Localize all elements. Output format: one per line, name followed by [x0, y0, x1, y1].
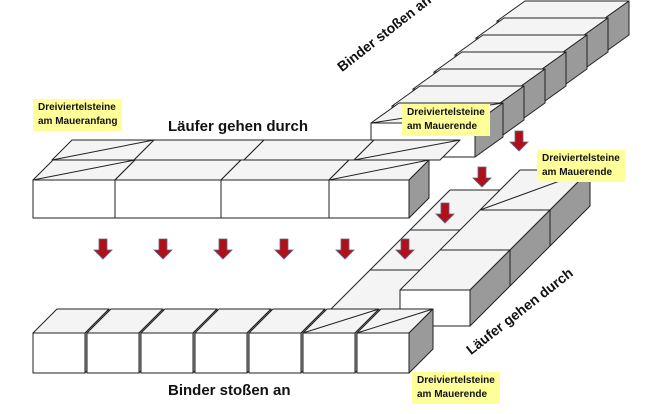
down-arrow-3 [274, 238, 294, 260]
down-arrow-4 [335, 238, 355, 260]
lower-binder-2 [140, 308, 218, 374]
lower-binder-2-front [140, 332, 194, 374]
upper-front-runner-3-split [328, 159, 430, 181]
note-mauerende-middle-line2: am Mauerende [542, 167, 613, 178]
upper-front-runner-2-front [220, 179, 330, 219]
upper-back-top-face-1 [133, 139, 265, 161]
down-arrows [93, 130, 529, 260]
down-arrow-6 [472, 166, 492, 188]
note-mauerende-bottom-line1: Dreiviertelsteine [417, 375, 495, 386]
down-arrow-0 [93, 238, 113, 260]
lower-binder-4-front [248, 332, 302, 374]
note-mauerende-bottom-line2: am Mauerende [417, 389, 488, 400]
lower-binder-0-front [32, 332, 86, 374]
upper-back-top-face-2 [243, 139, 375, 161]
upper-front-runner-0-front [32, 179, 116, 219]
down-arrow-8 [435, 202, 455, 224]
lower-binder-6 [356, 308, 434, 374]
down-arrow-1 [153, 238, 173, 260]
down-arrow-5 [395, 238, 415, 260]
note-mauerende-top: Dreiviertelsteine am Mauerende [402, 104, 490, 136]
label-binder-bottom: Binder stoßen an [168, 382, 291, 399]
lower-binder-6-front [356, 332, 410, 374]
lower-binder-5-front [302, 332, 356, 374]
upper-front-runner-0-split [32, 159, 136, 181]
upper-back-top-1 [133, 139, 265, 161]
upper-front-runner-3 [328, 159, 430, 219]
note-mauerende-middle: Dreiviertelsteine am Mauerende [537, 150, 625, 182]
down-arrow-2 [213, 238, 233, 260]
lower-binder-1-front [86, 332, 140, 374]
label-laeufer-top: Läufer gehen durch [168, 118, 309, 135]
note-mauerende-top-line1: Dreiviertelsteine [407, 107, 485, 118]
lower-wing-runner-b-2 [399, 249, 511, 327]
upper-back-top-2 [243, 139, 375, 161]
note-maueranfang: Dreiviertelsteine am Maueranfang [33, 99, 123, 131]
down-arrow-7 [509, 130, 529, 152]
upper-back-top-split-0 [51, 139, 155, 161]
note-mauerende-middle-line1: Dreiviertelsteine [542, 153, 620, 164]
lower-binder-3-front [194, 332, 248, 374]
note-mauerende-top-line2: am Mauerende [407, 121, 478, 132]
upper-front-runner-2-top [220, 159, 350, 181]
upper-front-runner-3-front [328, 179, 410, 219]
upper-front-runner-1-front [114, 179, 222, 219]
upper-back-top-split-3 [353, 139, 461, 161]
lower-binder-6-split [356, 308, 434, 334]
note-maueranfang-line2: am Maueranfang [38, 116, 118, 127]
note-mauerende-bottom: Dreiviertelsteine am Mauerende [412, 372, 500, 404]
brick-layers [32, 0, 630, 374]
upper-front-runner-1-top [114, 159, 242, 181]
lower-binder-5-split [302, 308, 380, 334]
note-maueranfang-line1: Dreiviertelsteine [38, 102, 116, 113]
